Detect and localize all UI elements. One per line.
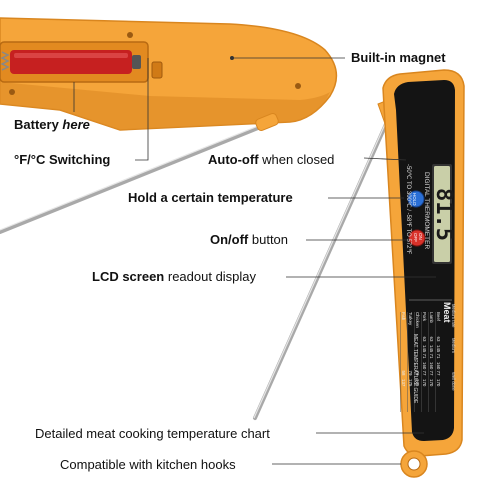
chart-cell: 77 xyxy=(429,371,434,376)
chart-col-header: Well done xyxy=(451,372,456,391)
callout-autooff-bold: Auto-off xyxy=(208,152,259,167)
callout-switching-bold: °F/°C Switching xyxy=(14,152,111,167)
callout-hold: Hold a certain temperature xyxy=(128,190,293,205)
front-probe-rod xyxy=(253,120,389,420)
chart-cell: 145 xyxy=(436,345,441,353)
chart-cell: 170 xyxy=(436,379,441,387)
battery-terminal xyxy=(132,55,141,69)
lcd-readout: 81.5 xyxy=(431,188,456,241)
back-probe-shine xyxy=(0,121,269,231)
callout-onoff-bold: On/off xyxy=(210,232,249,247)
chart-cell: 160 xyxy=(422,362,427,370)
chart-cell: 145 xyxy=(429,345,434,353)
chart-cell: 71 xyxy=(422,354,427,359)
leader-lines xyxy=(73,56,436,465)
chart-row-label: Pork xyxy=(422,312,427,322)
hold-button[interactable] xyxy=(407,190,425,208)
callout-magnet-bold: Built-in magnet xyxy=(351,50,446,65)
callout-switching: °F/°C Switching xyxy=(14,152,110,167)
screw-2 xyxy=(9,89,15,95)
brand-label: DIGITAL THERMOMETER xyxy=(423,172,430,249)
battery-spring xyxy=(0,51,10,71)
callout-hooks-regular: Compatible with kitchen hooks xyxy=(60,457,236,472)
chart-cell: 170 xyxy=(429,379,434,387)
chart-cell: 175 xyxy=(415,379,420,387)
callout-battery: Battery here xyxy=(14,117,90,132)
range-label: -50℃ TO 300℃ / -58℉ TO 572℉ xyxy=(405,164,411,254)
callout-chart: Detailed meat cooking temperature chart xyxy=(35,426,270,441)
chart-cell: 79 xyxy=(408,371,413,376)
screw-1 xyxy=(127,32,133,38)
chart-cell: 79 xyxy=(415,371,420,376)
chart-cell: 145 xyxy=(422,345,427,353)
front-probe-shine xyxy=(253,121,387,419)
chart-col-header: Medium rare xyxy=(451,304,456,328)
leader-magnet-dot xyxy=(229,56,234,61)
chart-row-label: Lamb xyxy=(429,312,434,324)
table-header-label: Meat xyxy=(442,302,452,323)
chart-cell: 137 xyxy=(401,379,406,387)
back-probe-rod xyxy=(0,122,270,234)
chart-cell: 71 xyxy=(436,354,441,359)
chart-cell: 58 xyxy=(401,371,406,376)
callout-chart-regular: Detailed meat cooking temperature chart xyxy=(35,426,270,441)
chart-cell: 63 xyxy=(422,337,427,342)
callout-lcd-bold: LCD screen xyxy=(92,269,165,284)
guide-label: MEAT TEMPERATURE GUIDE xyxy=(412,334,418,404)
chart-row-label: Beef xyxy=(436,312,441,322)
callout-hooks: Compatible with kitchen hooks xyxy=(60,457,236,472)
callout-onoff: On/off button xyxy=(210,232,288,247)
chart-cell: 77 xyxy=(422,371,427,376)
hook-hole xyxy=(407,457,421,471)
chart-cell: 63 xyxy=(436,337,441,342)
chart-row-label: Chicken xyxy=(415,312,420,328)
chart-cell: 71 xyxy=(429,354,434,359)
callout-battery-bold: Battery xyxy=(14,117,59,132)
on-button-label: ON xyxy=(418,233,423,240)
fc-switch xyxy=(151,61,163,79)
callout-battery-italic: here xyxy=(62,117,90,132)
callout-autooff-regular: when closed xyxy=(258,152,335,167)
chart-cell: 175 xyxy=(408,379,413,387)
callout-autooff: Auto-off when closed xyxy=(208,152,334,167)
lcd-screen xyxy=(434,166,450,262)
chart-col-header: Medium xyxy=(451,338,456,353)
folded-thermometer-back xyxy=(0,17,338,234)
callout-magnet: Built-in magnet xyxy=(351,50,446,65)
callout-onoff-regular: button xyxy=(248,232,289,247)
callout-lcd-regular: readout display xyxy=(164,269,257,284)
callout-hold-bold: Hold a certain temperature xyxy=(128,190,293,205)
off-button-label: OFF xyxy=(413,233,418,242)
chart-cell: 170 xyxy=(422,379,427,387)
chart-cell: 77 xyxy=(436,371,441,376)
leader-autooff xyxy=(363,157,407,161)
leader-switching xyxy=(135,58,149,161)
chart-row-label: Fish xyxy=(401,312,406,321)
hold-button-label: HOLD xyxy=(412,193,417,206)
screw-3 xyxy=(295,83,301,89)
back-probe-joint xyxy=(255,113,279,131)
callout-lcd: LCD screen readout display xyxy=(92,269,256,284)
chart-cell: 160 xyxy=(436,362,441,370)
chart-cell: 160 xyxy=(429,362,434,370)
chart-row-label: Turkey xyxy=(408,312,413,326)
chart-cell: 63 xyxy=(429,337,434,342)
battery-highlight xyxy=(14,53,128,58)
onoff-button[interactable] xyxy=(408,229,426,247)
back-housing-shade xyxy=(0,82,330,130)
